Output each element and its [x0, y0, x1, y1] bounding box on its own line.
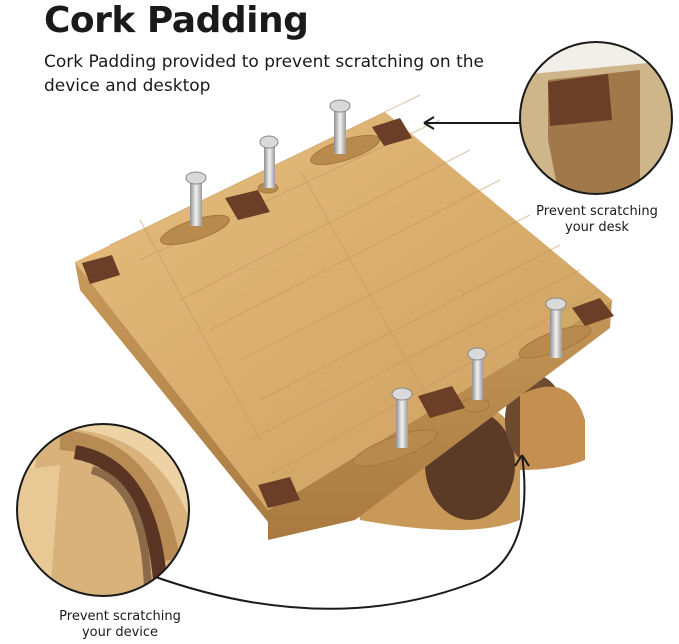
- callout-desk-line1: Prevent scratching: [536, 204, 658, 219]
- callout-device-line2: your device: [81, 625, 159, 640]
- callout-arrows: [149, 116, 530, 610]
- page-title: Cork Padding: [44, 0, 309, 41]
- board-edge: [75, 262, 612, 540]
- callout-device-caption: Prevent scratching your device: [20, 609, 220, 641]
- page-subtitle: Cork Padding provided to prevent scratch…: [44, 52, 484, 96]
- zoom-circle-device: [16, 423, 190, 597]
- callout-device-line1: Prevent scratching: [59, 609, 181, 624]
- callout-desk-caption: Prevent scratching your desk: [515, 204, 679, 236]
- metal-pins: [185, 99, 567, 448]
- zoom-circle-desk: [519, 41, 673, 195]
- cork-pads: [82, 118, 614, 508]
- callout-desk-line2: your desk: [565, 220, 629, 235]
